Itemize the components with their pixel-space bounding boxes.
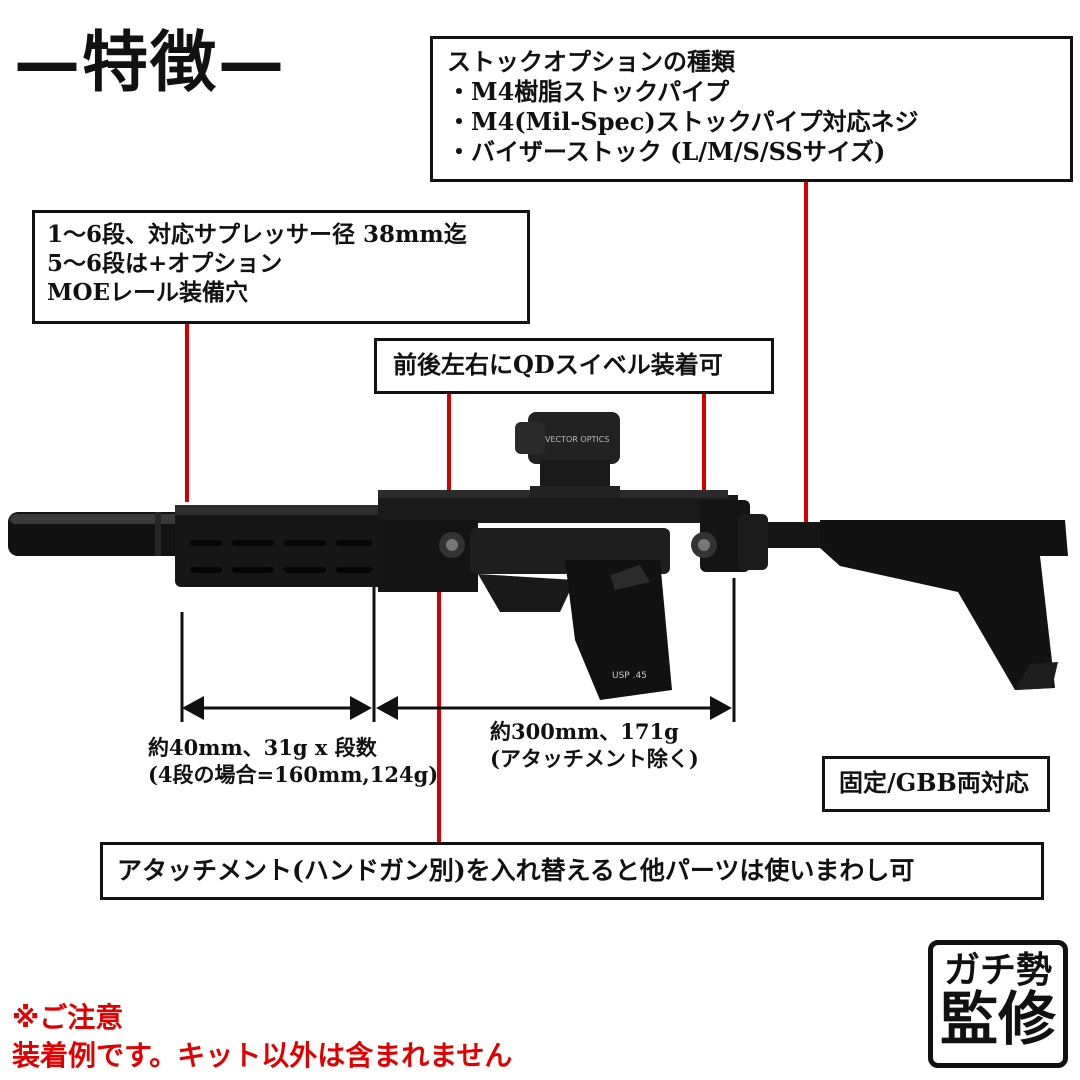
leader-line-rail bbox=[185, 324, 189, 502]
dimension-arrowheads bbox=[182, 696, 732, 720]
pistol-model-marking: USP .45 bbox=[612, 671, 647, 681]
dimension-right-line1: 約300mm、171g bbox=[490, 719, 679, 744]
stock-options-heading: ストックオプションの種類 bbox=[447, 47, 735, 76]
dimension-left-line1: 約40mm、31g x 段数 bbox=[148, 735, 377, 760]
leader-line-qd-front bbox=[447, 394, 451, 526]
qd-swivel-label: 前後左右にQDスイベル装着可 bbox=[393, 350, 723, 379]
rail-info-line: MOEレール装備穴 bbox=[47, 278, 249, 306]
dimension-left-line2: (4段の場合=160mm,124g) bbox=[148, 762, 439, 788]
notice-text: 装着例です。キット以外は含まれません bbox=[12, 1039, 513, 1072]
page-title: —特徴— bbox=[14, 24, 286, 101]
stock bbox=[768, 520, 1068, 690]
attachment-box: アタッチメント(ハンドガン別)を入れ替えると他パーツは使いまわし可 bbox=[100, 842, 1044, 900]
red-dot-sight bbox=[515, 412, 620, 498]
suppressor bbox=[8, 512, 200, 556]
qd-swivel bbox=[439, 532, 717, 558]
rail-info-box: 1～6段、対応サプレッサー径 38mm迄 5～6段は+オプション MOEレール装… bbox=[32, 210, 530, 324]
stamp-line2: 監修 bbox=[939, 985, 1056, 1053]
handguard bbox=[175, 505, 385, 587]
notice-heading: ※ご注意 bbox=[12, 1001, 124, 1034]
dimension-guides bbox=[180, 578, 736, 722]
attachment-label: アタッチメント(ハンドガン別)を入れ替えると他パーツは使いまわし可 bbox=[117, 856, 915, 885]
stock-option-item: ・バイザーストック (L/M/S/SSサイズ) bbox=[447, 137, 886, 166]
stock-option-item: ・M4樹脂ストックパイプ bbox=[447, 77, 730, 106]
supervision-stamp: ガチ勢 監修 bbox=[928, 940, 1068, 1068]
rail-info-line: 5～6段は+オプション bbox=[47, 249, 283, 277]
leader-line-attachment bbox=[437, 592, 441, 842]
dimension-right-text: 約300mm、171g (アタッチメント除く) bbox=[490, 718, 699, 773]
dimension-left-text: 約40mm、31g x 段数 (4段の場合=160mm,124g) bbox=[148, 734, 438, 789]
rail-info-line: 1～6段、対応サプレッサー径 38mm迄 bbox=[47, 221, 467, 248]
compat-label: 固定/GBB両対応 bbox=[839, 768, 1029, 797]
stock-option-item: ・M4(Mil-Spec)ストックパイプ対応ネジ bbox=[447, 107, 919, 136]
leader-line-qd-rear bbox=[702, 394, 706, 522]
leader-line-stock bbox=[804, 182, 808, 522]
dimension-right-line2: (アタッチメント除く) bbox=[490, 746, 699, 772]
stamp-line1: ガチ勢 bbox=[943, 950, 1052, 991]
stock-options-box: ストックオプションの種類 ・M4樹脂ストックパイプ ・M4(Mil-Spec)ス… bbox=[430, 36, 1073, 182]
qd-swivel-box: 前後左右にQDスイベル装着可 bbox=[374, 338, 774, 394]
sight-brand-marking: VECTOR OPTICS bbox=[545, 435, 609, 444]
compat-box: 固定/GBB両対応 bbox=[822, 756, 1050, 812]
pistol bbox=[470, 528, 672, 700]
